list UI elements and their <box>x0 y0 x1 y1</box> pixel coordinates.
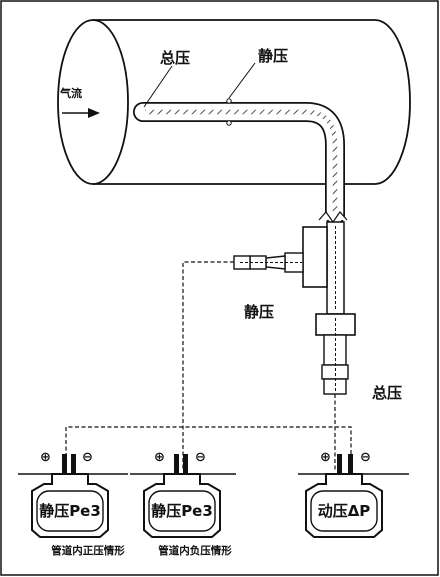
static-hole <box>226 120 232 126</box>
plus-port <box>62 454 67 474</box>
gauge-reading: 动压ΔP <box>318 502 371 520</box>
airflow-arrow-icon <box>88 108 100 118</box>
pitot-stem <box>326 221 345 315</box>
gauge-display <box>36 490 104 532</box>
minus-port-icon: ⊖ <box>195 450 206 465</box>
plus-port <box>174 454 179 474</box>
minus-port-icon: ⊖ <box>82 450 93 465</box>
gauge-positive-pressure: ⊕ ⊖ 静压Pe3 管道内正压情形 <box>31 450 125 557</box>
gauge-caption: 管道内负压情形 <box>158 544 232 557</box>
plus-port-icon: ⊕ <box>40 450 51 465</box>
gauge-display <box>148 490 216 532</box>
pressure-tubing <box>65 261 352 470</box>
pitot-tube <box>133 98 345 225</box>
static-pressure-side-label: 静压 <box>244 303 274 321</box>
airflow-indicator: 气流 <box>59 86 100 118</box>
total-hose-fitting <box>315 313 356 395</box>
plus-port-icon: ⊕ <box>320 450 331 465</box>
static-hose-nipple <box>233 252 304 273</box>
minus-port <box>71 454 76 474</box>
static-hole <box>226 98 232 104</box>
static-pressure-leader <box>228 62 256 99</box>
minus-port <box>183 454 188 474</box>
gauge-reading: 静压Pe3 <box>151 502 213 520</box>
minus-port <box>348 454 353 474</box>
plus-port <box>337 454 342 474</box>
airflow-label: 气流 <box>59 86 82 100</box>
reference-tube-line <box>65 426 352 470</box>
air-duct <box>57 19 411 185</box>
pitot-tube-body <box>134 103 344 224</box>
static-pressure-label: 静压 <box>258 47 288 65</box>
pitot-inner-tube <box>145 109 338 215</box>
total-pressure-label: 总压 <box>160 49 190 67</box>
static-tap-housing <box>302 226 328 288</box>
gauge-caption: 管道内正压情形 <box>51 544 125 557</box>
gauge-negative-pressure: ⊕ ⊖ 静压Pe3 管道内负压情形 <box>143 450 232 557</box>
static-tube-line <box>182 261 234 470</box>
minus-port-icon: ⊖ <box>360 450 371 465</box>
gauge-display <box>310 490 378 532</box>
gauge-dynamic-pressure: ⊕ ⊖ 动压ΔP <box>305 450 383 538</box>
gauge-reading: 静压Pe3 <box>39 502 101 520</box>
pitot-tube-outline <box>133 102 345 225</box>
total-pressure-leader <box>143 65 173 108</box>
total-pressure-side-label: 总压 <box>372 384 402 402</box>
plus-port-icon: ⊕ <box>154 450 165 465</box>
